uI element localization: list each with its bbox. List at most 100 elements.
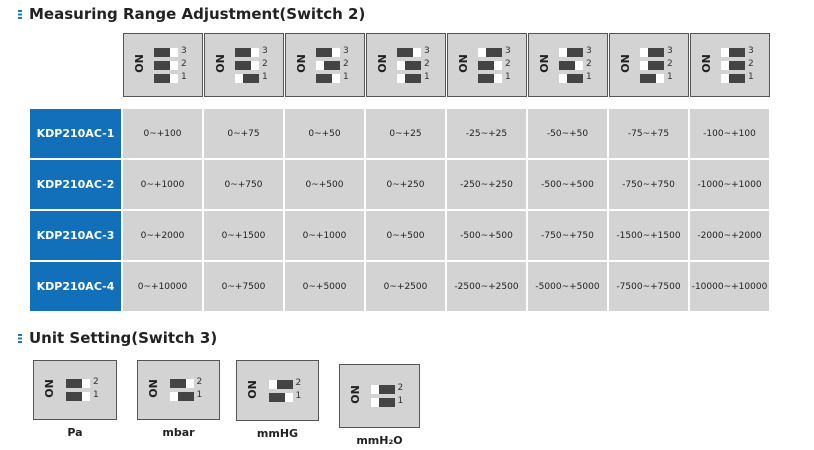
switch-toggle[interactable] bbox=[235, 60, 251, 70]
switch-number: 2 bbox=[181, 58, 187, 69]
switch-slot[interactable] bbox=[397, 73, 421, 83]
switch-toggle[interactable] bbox=[243, 73, 259, 83]
range-cell: -75~+75 bbox=[609, 109, 688, 158]
switch-slot[interactable] bbox=[640, 73, 664, 83]
switch-toggle[interactable] bbox=[154, 60, 170, 70]
switch-toggle[interactable] bbox=[405, 73, 421, 83]
switch-slot[interactable] bbox=[154, 47, 178, 57]
switch-slot[interactable] bbox=[478, 60, 502, 70]
on-label: ON bbox=[618, 54, 632, 73]
switch-slot[interactable] bbox=[154, 73, 178, 83]
switch-toggle[interactable] bbox=[478, 60, 494, 70]
switch-slot[interactable] bbox=[640, 60, 664, 70]
range-title-text: Measuring Range Adjustment(Switch 2) bbox=[29, 5, 366, 23]
switch-toggle[interactable] bbox=[324, 60, 340, 70]
range-cell: -50~+50 bbox=[528, 109, 607, 158]
switch-slot[interactable] bbox=[559, 73, 583, 83]
switch-slot[interactable] bbox=[370, 385, 395, 394]
switch-toggle[interactable] bbox=[729, 73, 745, 83]
switch-toggle[interactable] bbox=[405, 60, 421, 70]
switch-slot[interactable] bbox=[316, 47, 340, 57]
switch-number: 2 bbox=[397, 383, 404, 393]
switch-slot[interactable] bbox=[268, 379, 293, 389]
switch-toggle[interactable] bbox=[567, 73, 583, 83]
switch-slot[interactable] bbox=[559, 47, 583, 57]
switch-slot[interactable] bbox=[235, 47, 259, 57]
switch-toggle[interactable] bbox=[169, 379, 186, 388]
switch-toggle[interactable] bbox=[559, 60, 575, 70]
switch-toggle[interactable] bbox=[729, 47, 745, 57]
switch-number: 3 bbox=[181, 45, 187, 56]
switch-slot[interactable] bbox=[397, 47, 421, 57]
switch-toggle[interactable] bbox=[397, 47, 413, 57]
switch-slot[interactable] bbox=[721, 47, 745, 57]
on-label: ON bbox=[375, 54, 389, 73]
range-cell: -7500~+7500 bbox=[609, 262, 688, 311]
on-label: ON bbox=[213, 54, 227, 73]
range-cell: -10000~+10000 bbox=[690, 262, 769, 311]
switch-slot[interactable] bbox=[66, 379, 90, 388]
switch-toggle[interactable] bbox=[66, 379, 82, 388]
switch-slot[interactable] bbox=[316, 60, 340, 70]
range-cell: 0~+25 bbox=[366, 109, 445, 158]
range-section-title: Measuring Range Adjustment(Switch 2) bbox=[18, 5, 365, 23]
switch-number: 2 bbox=[262, 58, 268, 69]
switch-slot[interactable] bbox=[235, 73, 259, 83]
range-cell: 0~+1000 bbox=[123, 160, 202, 209]
switch-slot[interactable] bbox=[478, 47, 502, 57]
switch-toggle[interactable] bbox=[316, 47, 332, 57]
switch-slot[interactable] bbox=[397, 60, 421, 70]
switch-slot[interactable] bbox=[235, 60, 259, 70]
switch-number: 2 bbox=[295, 377, 302, 388]
range-cell: 0~+750 bbox=[204, 160, 283, 209]
switch-toggle[interactable] bbox=[177, 392, 194, 401]
switch-toggle[interactable] bbox=[276, 379, 293, 389]
switch-number: 1 bbox=[667, 71, 673, 82]
switch-toggle[interactable] bbox=[486, 47, 502, 57]
switch-slot[interactable] bbox=[268, 392, 293, 402]
model-label: KDP210AC-1 bbox=[30, 109, 121, 158]
range-cell: -1000~+1000 bbox=[690, 160, 769, 209]
switch-slot[interactable] bbox=[721, 60, 745, 70]
switch-slot[interactable] bbox=[316, 73, 340, 83]
unit-label: mmHG bbox=[256, 427, 299, 440]
switch-toggle[interactable] bbox=[378, 385, 395, 394]
on-label: ON bbox=[699, 54, 713, 73]
switch-toggle[interactable] bbox=[729, 60, 745, 70]
switch-toggle[interactable] bbox=[316, 73, 332, 83]
switch-toggle[interactable] bbox=[640, 73, 656, 83]
switch-number: 1 bbox=[262, 71, 268, 82]
switch-toggle[interactable] bbox=[478, 73, 494, 83]
switch-toggle[interactable] bbox=[154, 47, 170, 57]
switch-toggle[interactable] bbox=[567, 47, 583, 57]
switch-slot[interactable] bbox=[640, 47, 664, 57]
switch-number: 2 bbox=[424, 58, 430, 69]
switch-toggle[interactable] bbox=[66, 392, 82, 401]
switch-toggle[interactable] bbox=[268, 392, 285, 402]
range-cell: 0~+1500 bbox=[204, 211, 283, 260]
switch-slot[interactable] bbox=[169, 392, 194, 401]
range-cell: -2000~+2000 bbox=[690, 211, 769, 260]
switch-slot[interactable] bbox=[169, 379, 194, 388]
switch-slot[interactable] bbox=[721, 73, 745, 83]
switch-number: 3 bbox=[667, 45, 673, 56]
switch-toggle[interactable] bbox=[378, 398, 395, 407]
switch-slot[interactable] bbox=[478, 73, 502, 83]
switch-toggle[interactable] bbox=[648, 60, 664, 70]
switch-slot[interactable] bbox=[66, 392, 90, 401]
range-cell: 0~+5000 bbox=[285, 262, 364, 311]
switch-toggle[interactable] bbox=[235, 47, 251, 57]
range-cell: -1500~+1500 bbox=[609, 211, 688, 260]
switch-slot[interactable] bbox=[370, 398, 395, 407]
switch-number: 3 bbox=[424, 45, 430, 56]
switch-slot[interactable] bbox=[559, 60, 583, 70]
switch-slot[interactable] bbox=[154, 60, 178, 70]
switch-toggle[interactable] bbox=[154, 73, 170, 83]
switch-toggle[interactable] bbox=[648, 47, 664, 57]
on-label: ON bbox=[348, 385, 362, 404]
